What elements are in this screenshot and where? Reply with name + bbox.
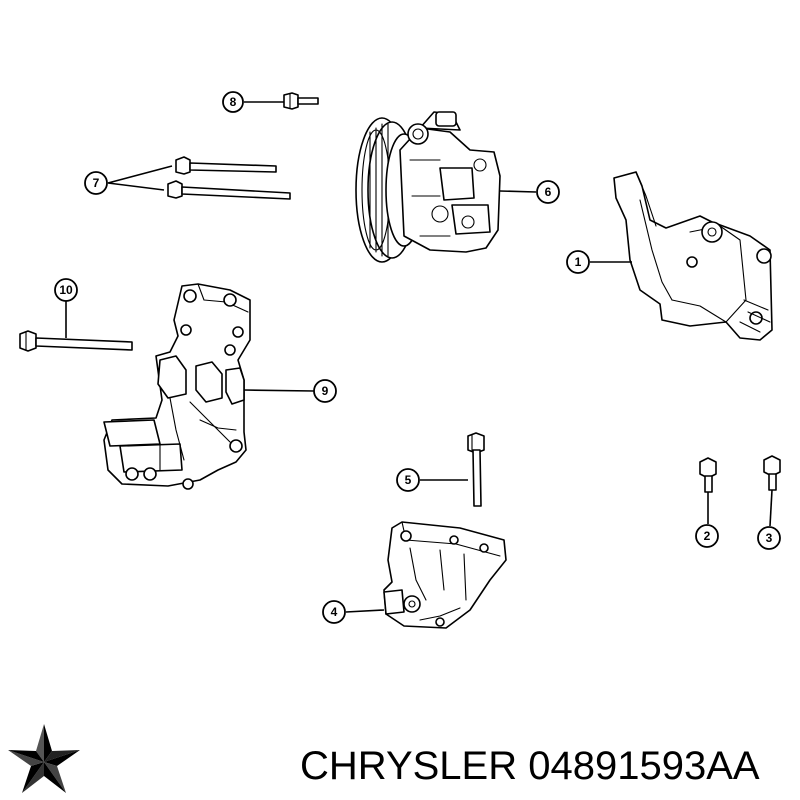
leader-3 (769, 489, 773, 527)
svg-text:2: 2 (704, 529, 711, 543)
callout-6: 6 (536, 180, 560, 204)
bolt-3 (763, 455, 781, 491)
leader-4 (345, 609, 385, 613)
svg-text:1: 1 (575, 255, 582, 269)
callout-8: 8 (222, 91, 244, 113)
part-caption: CHRYSLER 04891593AA (300, 736, 796, 796)
bolt-10 (19, 330, 133, 352)
mount-bracket-9 (103, 283, 251, 490)
svg-text:6: 6 (545, 185, 552, 199)
chrysler-pentastar-icon (8, 724, 80, 793)
bolt-7-lower (167, 180, 291, 200)
bolt-7-upper (175, 156, 277, 175)
callout-2: 2 (695, 524, 719, 548)
svg-text:8: 8 (230, 95, 237, 109)
svg-text:7: 7 (93, 176, 100, 190)
svg-text:5: 5 (405, 473, 412, 487)
brand-name: CHRYSLER (300, 744, 518, 788)
bracket-1 (613, 171, 773, 341)
bolt-2 (699, 457, 717, 493)
svg-text:4: 4 (331, 605, 338, 619)
callout-1: 1 (566, 250, 590, 274)
callout-10: 10 (54, 278, 78, 302)
steering-pump-6 (355, 111, 501, 263)
bracket-4 (383, 521, 507, 629)
callout-9: 9 (313, 379, 337, 403)
part-number: 04891593AA (528, 744, 760, 788)
leader-9 (243, 389, 315, 392)
svg-text:10: 10 (59, 283, 73, 297)
svg-text:3: 3 (766, 531, 773, 545)
leader-6 (499, 190, 537, 193)
bolt-5 (467, 432, 485, 507)
callout-5: 5 (396, 468, 420, 492)
callout-4: 4 (322, 600, 346, 624)
leader-7 (107, 165, 173, 191)
callout-3: 3 (757, 526, 781, 550)
bolt-8 (283, 92, 319, 110)
svg-text:9: 9 (322, 384, 329, 398)
callout-7: 7 (84, 171, 108, 195)
